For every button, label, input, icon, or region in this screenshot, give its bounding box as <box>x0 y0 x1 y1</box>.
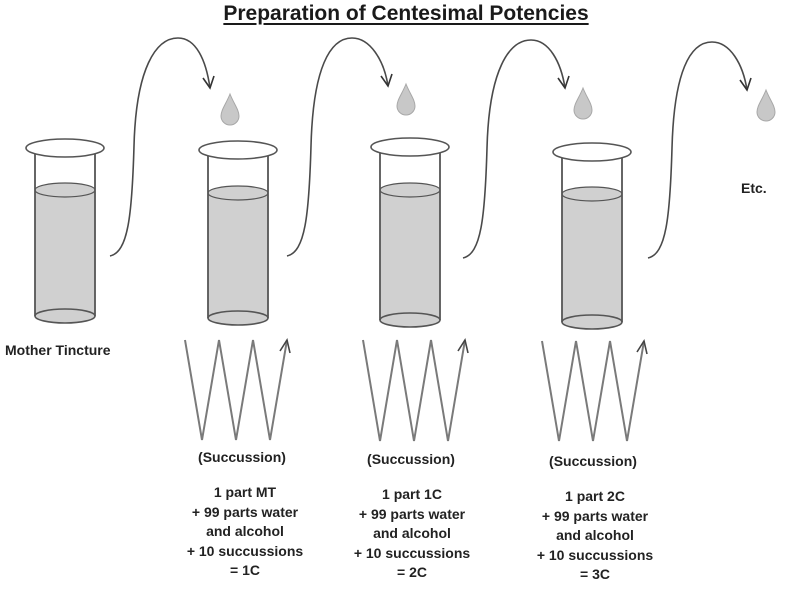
recipe-1-line: 1 part MT <box>213 484 277 500</box>
recipe-3-line: + 99 parts water <box>541 507 649 524</box>
arrowhead-icon-4 <box>739 77 752 92</box>
test-tube-icon-3 <box>552 142 632 330</box>
arrowhead-icon-1 <box>202 75 215 90</box>
recipe-2-line: + 10 succussions <box>353 544 471 561</box>
test-tube-icon-2 <box>370 137 450 328</box>
zigzag-arrowhead-icon-2 <box>457 337 469 354</box>
recipe-2-line: and alcohol <box>373 525 451 541</box>
curved-arrow-icon-1 <box>109 37 211 257</box>
droplet-icon-3 <box>573 86 593 120</box>
recipe-3-line: and alcohol <box>556 527 634 543</box>
recipe-3: 1 part 2C + 99 parts water and alcohol +… <box>495 487 695 585</box>
etc-label: Etc. <box>741 180 767 196</box>
droplet-icon-2 <box>396 82 416 116</box>
zigzag-arrow-icon-1 <box>184 339 288 441</box>
recipe-3-line: 1 part 2C <box>565 488 625 504</box>
recipe-1-line: + 99 parts water <box>191 503 299 520</box>
succussion-label-1: (Succussion) <box>198 449 286 465</box>
recipe-1: 1 part MT + 99 parts water and alcohol +… <box>145 483 345 581</box>
recipe-2: 1 part 1C + 99 parts water and alcohol +… <box>312 485 512 583</box>
page-title: Preparation of Centesimal Potencies <box>223 2 589 25</box>
recipe-1-line: and alcohol <box>206 523 284 539</box>
curved-arrow-icon-2 <box>286 37 389 257</box>
test-tube-icon-1 <box>198 140 278 326</box>
droplet-icon-4 <box>756 88 776 122</box>
mother-tincture-tube-icon <box>25 138 105 324</box>
arrowhead-icon-2 <box>380 73 393 88</box>
curved-arrow-icon-4 <box>647 41 748 259</box>
recipe-2-line: + 99 parts water <box>358 505 466 522</box>
recipe-1-line: + 10 succussions <box>186 542 304 559</box>
zigzag-arrowhead-icon-3 <box>636 338 648 355</box>
succussion-label-3: (Succussion) <box>549 453 637 469</box>
zigzag-arrow-icon-2 <box>362 339 466 442</box>
mother-tincture-label: Mother Tincture <box>5 342 111 358</box>
recipe-2-line: 1 part 1C <box>382 486 442 502</box>
recipe-3-line: + 10 succussions <box>536 546 654 563</box>
recipe-1-line: = 1C <box>230 562 260 578</box>
zigzag-arrowhead-icon-1 <box>279 337 291 354</box>
zigzag-arrow-icon-3 <box>541 340 645 442</box>
arrowhead-icon-3 <box>557 75 570 90</box>
succussion-label-2: (Succussion) <box>367 451 455 467</box>
recipe-2-line: = 2C <box>397 564 427 580</box>
curved-arrow-icon-3 <box>462 39 566 259</box>
droplet-icon-1 <box>220 92 240 126</box>
recipe-3-line: = 3C <box>580 566 610 582</box>
